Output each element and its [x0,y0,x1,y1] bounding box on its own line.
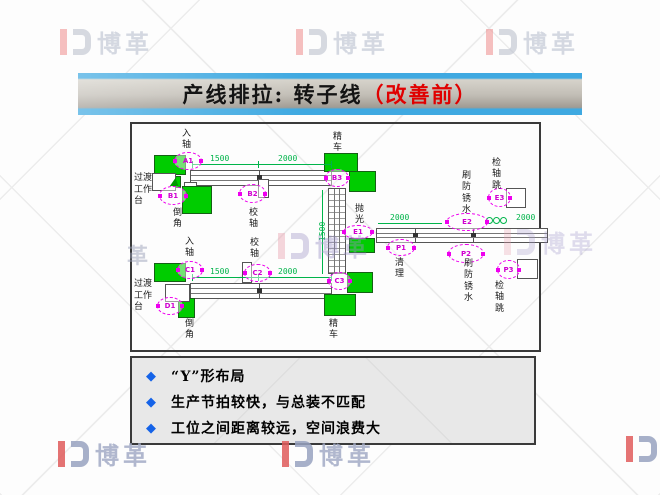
station-label-straighten-bottom: 校轴 [249,238,259,260]
dimension-label: 1500 [318,221,327,241]
note-text: “Y”形布局 [171,369,246,385]
marker-e1: E1 [342,225,374,239]
notes-box: ◆ “Y”形布局 ◆ 生产节拍较快，与总装不匹配 ◆ 工位之间距离较远，空间浪费… [130,356,536,445]
page-title: 产线排拉: 转子线 [182,82,363,107]
dimension-label: 2000 [516,213,536,222]
boge-logo-icon [309,28,327,55]
pallet-icon [257,175,262,180]
marker-c1: C1 [176,261,204,279]
note-text: 工位之间距离较远，空间浪费大 [171,421,381,437]
dimension-tick [331,161,332,168]
watermark-brand-text: 博革 [523,30,579,58]
marker-b2: B2 [238,184,267,203]
watermark-brand-text: 博革 [97,30,153,58]
note-text: 生产节拍较快，与总装不匹配 [171,395,366,411]
station-label-transfer-top: 过渡工作台 [134,173,153,207]
roller-icon [493,217,500,224]
marker-label: B2 [247,189,258,198]
dimension-label: 1500 [210,267,230,276]
marker-label: P3 [503,265,514,274]
station-label-straighten-top: 校轴 [248,208,258,230]
marker-label: D1 [164,302,176,310]
boge-logo-icon [73,28,91,55]
diamond-bullet-icon: ◆ [146,420,156,436]
station-label-rustwater-bottom: 刷防锈水 [463,259,473,303]
boge-logo-icon [71,440,89,467]
marker-c2: C2 [243,264,272,282]
marker-label: E2 [462,218,472,226]
marker-label: P1 [395,243,406,252]
pallet-icon [471,233,476,238]
dimension-label: 2000 [278,154,298,163]
station-label-chamfer-bottom: 倒角 [184,319,194,341]
note-item: ◆ “Y”形布局 [146,366,246,386]
marker-b1: B1 [158,186,188,205]
marker-label: C1 [184,266,195,274]
station-label-finishturn-bottom: 精车 [328,319,338,341]
marker-e2: E2 [445,213,489,231]
station-label-chamfer-top: 倒角 [172,208,182,230]
marker-label: B1 [167,191,179,200]
boge-logo-icon [486,28,493,55]
marker-label: A1 [182,157,194,165]
station-label-transfer-bottom: 过渡工作台 [134,279,153,313]
marker-d1: D1 [156,297,184,315]
marker-label: E1 [353,228,363,236]
boge-logo-icon [626,436,633,462]
note-item: ◆ 工位之间距离较远，空间浪费大 [146,418,381,438]
pallet-icon [413,233,418,238]
station-label-finishturn-top: 精车 [332,132,342,154]
boge-logo-icon [499,28,517,55]
marker-label: E3 [494,193,505,202]
conveyor-bottom [190,283,332,299]
boge-logo-icon [58,440,65,467]
marker-p3: P3 [496,260,521,279]
pallet-icon [257,288,262,293]
marker-label: B3 [331,174,343,182]
station-label-runout-top: 检轴跳 [491,158,501,191]
boge-watermark: 博革 [60,24,153,59]
marker-c3: C3 [327,272,352,290]
dimension-label: 2000 [278,267,298,276]
diamond-bullet-icon: ◆ [146,394,156,410]
machine-block [324,294,356,316]
dimension-line [378,223,442,224]
boge-watermark-partial [626,436,657,462]
boge-watermark: 博革 [486,24,579,59]
boge-logo-icon [60,28,67,55]
machine-block [349,238,375,253]
dimension-label: 1500 [210,154,230,163]
station-label-rustwater-top: 刷防锈水 [461,171,471,215]
dimension-line [192,164,332,165]
station-label-polish: 抛光 [354,204,364,226]
station-label-inlet-top: 入轴 [181,129,191,151]
dimension-line [322,190,323,274]
note-item: ◆ 生产节拍较快，与总装不匹配 [146,392,366,412]
boge-logo-icon [296,28,303,55]
watermark-brand-text: 博革 [541,230,597,258]
layout-diagram: 1500 2000 1500 2000 1500 2000 2000 A1 B1… [130,122,548,352]
station-label-runout-bottom: 检轴跳 [494,281,504,314]
station-label-wash: 清理 [394,258,404,280]
marker-p2: P2 [447,244,485,263]
dimension-label: 2000 [390,213,410,222]
watermark-brand-text: 博革 [333,30,389,58]
marker-a1: A1 [173,152,203,170]
marker-label: C3 [334,277,345,285]
slide-title-bar: 产线排拉: 转子线 （改善前） [78,73,582,115]
station-label-inlet-bottom: 入轴 [184,237,194,259]
marker-p1: P1 [386,239,416,256]
boge-watermark: 博革 [296,24,389,59]
page-title-highlight: （改善前） [362,82,478,107]
marker-label: P2 [460,249,471,258]
dimension-tick [258,161,259,168]
machine-block [182,186,212,214]
machine-block [349,171,376,192]
marker-e3: E3 [487,188,512,207]
marker-b3: B3 [324,169,350,187]
diamond-bullet-icon: ◆ [146,368,156,384]
marker-label: C2 [252,269,263,277]
boge-logo-icon [639,436,657,462]
roller-icon [500,217,507,224]
